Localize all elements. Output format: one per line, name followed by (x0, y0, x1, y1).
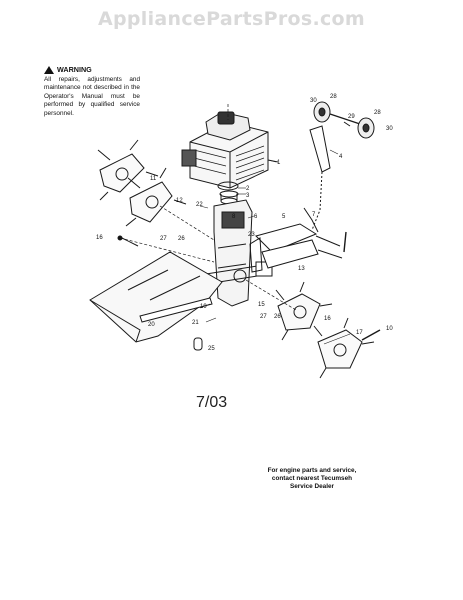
callout-10: 10 (386, 326, 393, 332)
callout-3: 3 (246, 193, 250, 199)
callout-13: 13 (298, 266, 305, 272)
watermark: AppliancePartsPros.com (97, 8, 365, 30)
revision-date: 7/03 (196, 394, 228, 411)
callout-6: 6 (254, 214, 258, 220)
service-note: For engine parts and service, contact ne… (256, 467, 368, 491)
wheel-assembly (313, 101, 375, 139)
callout-26-right: 26 (274, 314, 281, 320)
callout-27-right: 27 (260, 314, 267, 320)
callout-19: 19 (200, 304, 207, 310)
callout-21: 21 (192, 320, 199, 326)
callout-7: 7 (312, 212, 316, 218)
service-note-line-3: Service Dealer (289, 483, 335, 490)
callout-17: 17 (356, 330, 363, 336)
callout-27-left: 27 (160, 236, 167, 242)
callout-5: 5 (282, 214, 286, 220)
warning-body: All repairs, adjustments and maintenance… (44, 75, 140, 117)
callout-12: 12 (176, 198, 183, 204)
engine-drawing (181, 111, 279, 191)
shaft-axis-lines (119, 104, 297, 311)
callout-25: 25 (208, 346, 215, 352)
warning-notice: WARNING All repairs, adjustments and mai… (44, 65, 140, 119)
callout-11: 11 (150, 176, 157, 182)
callout-15: 15 (258, 302, 265, 308)
service-note-line-2: contact nearest Tecumseh (271, 475, 353, 482)
warning-heading: WARNING (44, 65, 140, 75)
leader-lines (199, 149, 351, 345)
shield-assembly (89, 235, 223, 351)
callout-23: 23 (248, 232, 255, 238)
callout-1: 1 (277, 160, 281, 166)
callout-16-left: 16 (96, 235, 103, 241)
tine-lower-right (275, 281, 381, 379)
callout-29: 29 (348, 114, 355, 120)
callout-30-right: 30 (386, 126, 393, 132)
part-callout-labels: 1 2 3 4 5 6 7 8 10 11 12 13 15 16 16 17 … (96, 94, 393, 352)
service-note-line-1: For engine parts and service, (267, 467, 357, 474)
callout-16-right: 16 (324, 316, 331, 322)
callout-4: 4 (339, 154, 343, 160)
callout-22: 22 (196, 202, 203, 208)
callout-2: 2 (246, 186, 250, 192)
warning-title: WARNING (57, 65, 92, 74)
cable-guide (309, 125, 331, 231)
callout-26-left: 26 (178, 236, 185, 242)
lever-frame (249, 207, 347, 273)
callout-30-left: 30 (310, 98, 317, 104)
callout-28-right: 28 (374, 110, 381, 116)
callout-20: 20 (148, 322, 155, 328)
warning-triangle-icon (44, 66, 54, 75)
callout-8: 8 (232, 214, 236, 220)
tine-upper-left (97, 139, 187, 227)
callout-28-top: 28 (330, 94, 337, 100)
